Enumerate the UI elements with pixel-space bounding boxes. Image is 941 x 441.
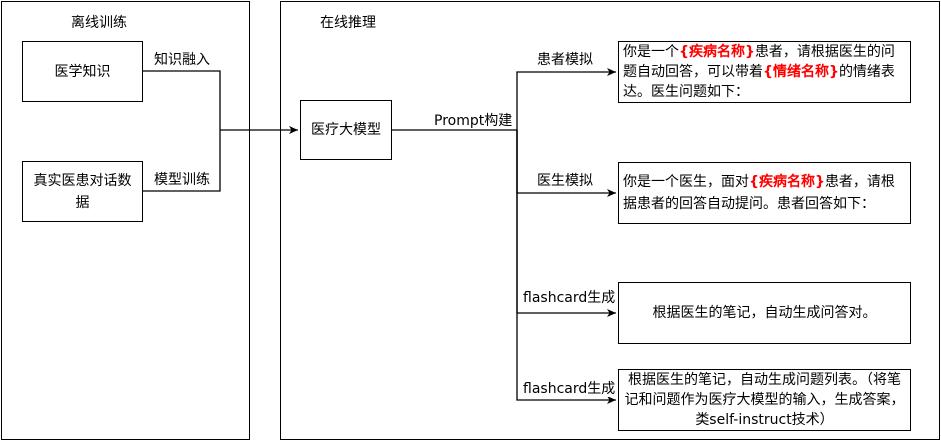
emotion-name-placeholder: {情绪名称} [763,64,839,80]
online-inference-title: 在线推理 [320,15,376,31]
flashcard2-edge [516,130,616,404]
real-dialogue-node: 真实医患对话数据 [22,161,143,222]
medical-knowledge-node: 医学知识 [22,41,143,102]
medical-llm-label: 医疗大模型 [311,122,381,138]
patient-text-3: 的情绪表达。医生问题如下： [623,64,895,100]
flashcard1-text: 根据医生的笔记，自动生成问答对。 [652,305,877,321]
patient-text-1: 你是一个 [623,44,679,60]
knowledge-edge [143,70,221,130]
flashcard1-edge [516,130,616,317]
real-dialogue-label: 真实医患对话数据 [33,172,132,211]
medical-knowledge-label: 医学知识 [54,63,111,80]
flashcard2-box: 根据医生的笔记，自动生成问题列表。（将笔记和问题作为医疗大模型的输入，生成答案，… [618,369,911,431]
training-edge [143,130,221,192]
flashcard1-label: flashcard生成 [523,290,616,306]
patient-text-2: 患者，请根据医生的问题自动回答，可以带着 [623,44,895,80]
patient-sim-label: 患者模拟 [537,52,593,68]
doctor-sim-text: 你是一个医生，面对{疾病名称}患者，请根据患者的回答自动提问。患者回答如下： [623,171,906,215]
disease-name-placeholder-2: {疾病名称} [749,174,825,190]
doctor-text-2: 患者，请根据患者的回答自动提问。患者回答如下： [623,174,895,212]
offline-training-title: 离线训练 [71,15,127,31]
doctor-sim-box: 你是一个医生，面对{疾病名称}患者，请根据患者的回答自动提问。患者回答如下： [618,162,911,224]
doctor-sim-label: 医生模拟 [537,173,593,189]
patient-edge [516,68,616,130]
disease-name-placeholder: {疾病名称} [679,44,755,60]
flashcard1-box: 根据医生的笔记，自动生成问答对。 [618,282,911,344]
flashcard2-text: 根据医生的笔记，自动生成问题列表。（将笔记和问题作为医疗大模型的输入，生成答案，… [624,372,905,428]
medical-llm-node: 医疗大模型 [300,100,392,160]
doctor-text-1: 你是一个医生，面对 [623,174,749,190]
flashcard2-label: flashcard生成 [523,381,616,397]
patient-sim-box: 你是一个{疾病名称}患者，请根据医生的问题自动回答，可以带着{情绪名称}的情绪表… [618,41,911,103]
knowledge-fusion-label: 知识融入 [154,52,210,68]
prompt-build-label: Prompt构建 [434,113,513,129]
patient-sim-text: 你是一个{疾病名称}患者，请根据医生的问题自动回答，可以带着{情绪名称}的情绪表… [623,42,906,102]
model-training-label: 模型训练 [154,172,210,188]
